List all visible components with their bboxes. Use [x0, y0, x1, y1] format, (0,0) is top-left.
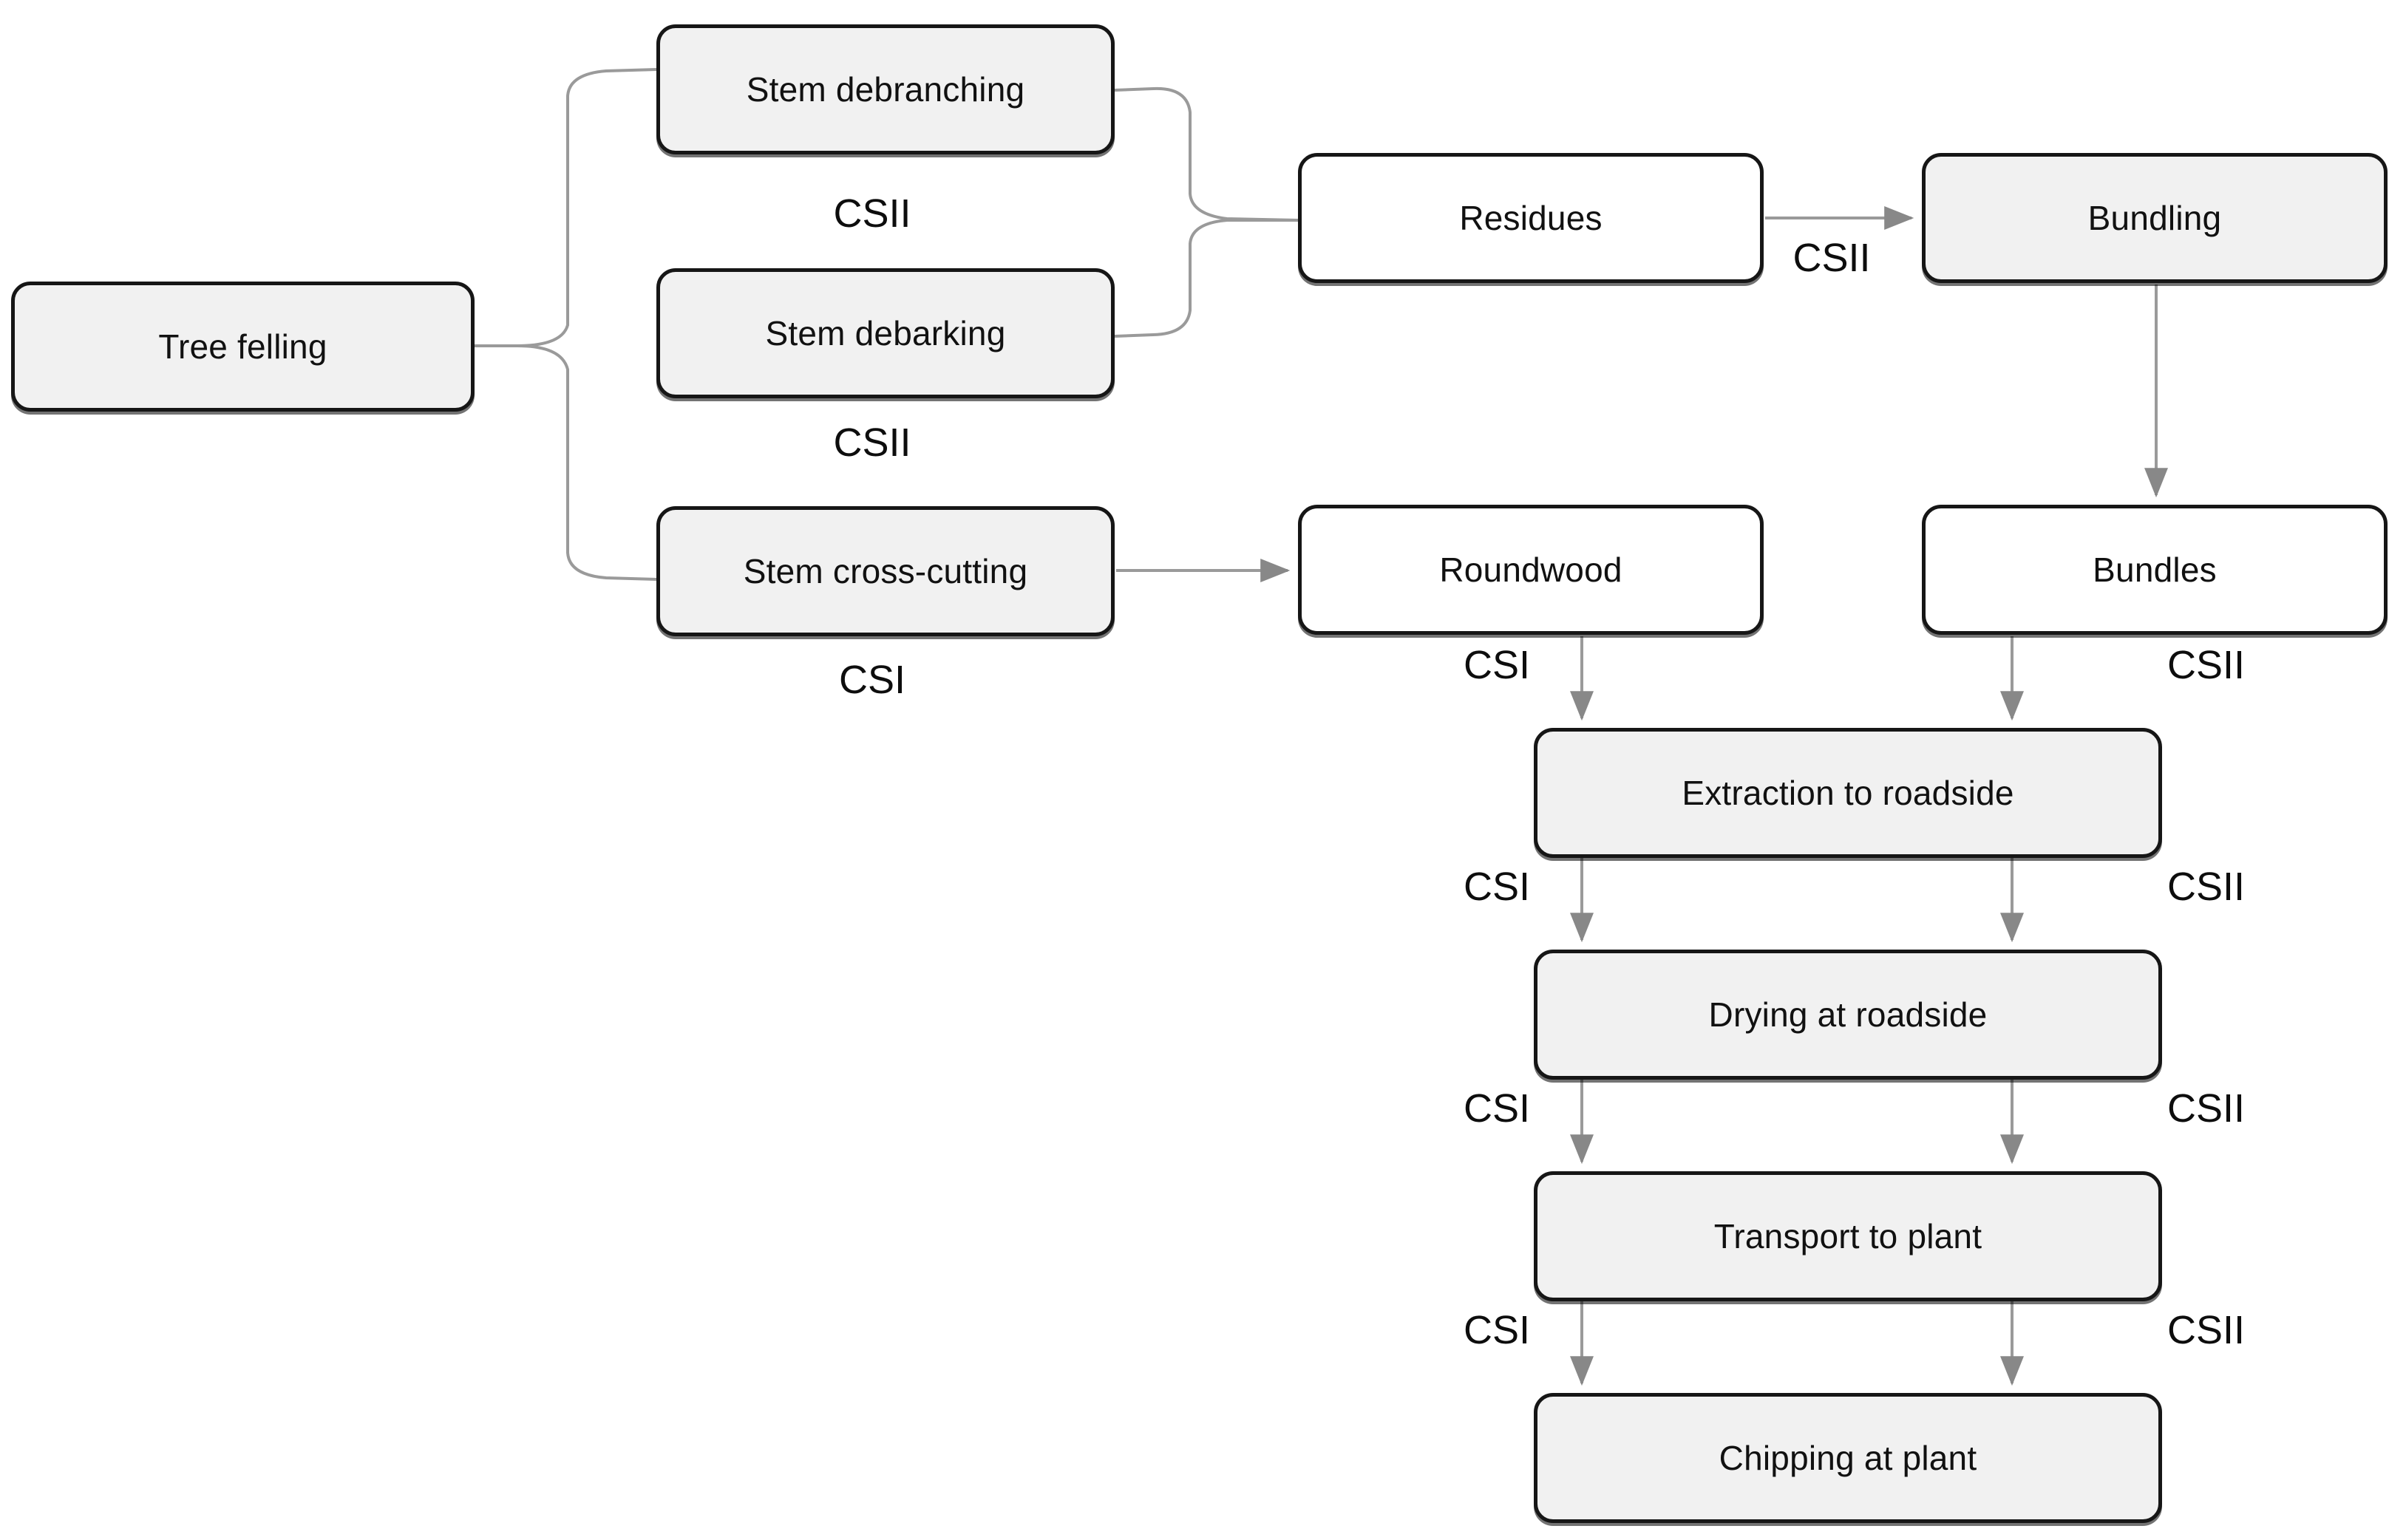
node-residues[interactable]: Residues [1298, 153, 1764, 283]
node-bundling[interactable]: Bundling [1922, 153, 2388, 283]
node-transport[interactable]: Transport to plant [1534, 1171, 2162, 1301]
node-label: Drying at roadside [1708, 995, 1988, 1034]
edge-debarking-to-residues [1114, 219, 1298, 338]
edge-label-lbl-extraction-csii: CSII [2167, 865, 2246, 909]
edge-label-lbl-residues-csii: CSII [1792, 236, 1871, 280]
node-label: Roundwood [1439, 550, 1622, 589]
node-extraction[interactable]: Extraction to roadside [1534, 728, 2162, 858]
edge-label-lbl-drying-csii: CSII [2167, 1086, 2246, 1131]
node-stem-debranching[interactable]: Stem debranching [656, 24, 1115, 154]
node-label: Stem debranching [746, 69, 1025, 109]
node-label: Stem cross-cutting [743, 551, 1028, 590]
edge-label-lbl-transport-csi: CSI [1463, 1308, 1530, 1352]
edge-debranching-to-residues [1114, 86, 1299, 222]
node-label: Chipping at plant [1719, 1438, 1977, 1477]
node-tree-felling[interactable]: Tree felling [11, 282, 475, 412]
edge-label-lbl-transport-csii: CSII [2167, 1308, 2246, 1352]
node-label: Bundling [2087, 198, 2222, 237]
node-label: Tree felling [158, 327, 327, 366]
node-bundles[interactable]: Bundles [1922, 505, 2388, 635]
node-label: Transport to plant [1713, 1216, 1982, 1255]
edge-label-lbl-debranching-csii: CSII [833, 191, 911, 236]
edge-label-lbl-bundles-csii: CSII [2167, 643, 2246, 687]
node-roundwood[interactable]: Roundwood [1298, 505, 1764, 635]
edge-label-lbl-roundwood-csi: CSI [1463, 643, 1530, 687]
node-label: Bundles [2093, 550, 2217, 589]
edge-label-lbl-debarking-csii: CSII [833, 420, 911, 465]
edge-tree-felling-to-cross-cutting [475, 344, 657, 581]
node-stem-debarking[interactable]: Stem debarking [656, 268, 1115, 398]
node-label: Residues [1459, 198, 1603, 237]
edge-label-lbl-extraction-csi: CSI [1463, 865, 1530, 909]
edge-tree-felling-to-debranching [475, 68, 657, 347]
edge-label-lbl-drying-csi: CSI [1463, 1086, 1530, 1131]
node-label: Stem debarking [765, 313, 1006, 352]
edge-label-lbl-crosscutting-csi: CSI [838, 658, 906, 702]
node-label: Extraction to roadside [1682, 773, 2014, 812]
node-chipping[interactable]: Chipping at plant [1534, 1393, 2162, 1523]
node-stem-cross-cutting[interactable]: Stem cross-cutting [656, 506, 1115, 636]
node-drying[interactable]: Drying at roadside [1534, 950, 2162, 1080]
